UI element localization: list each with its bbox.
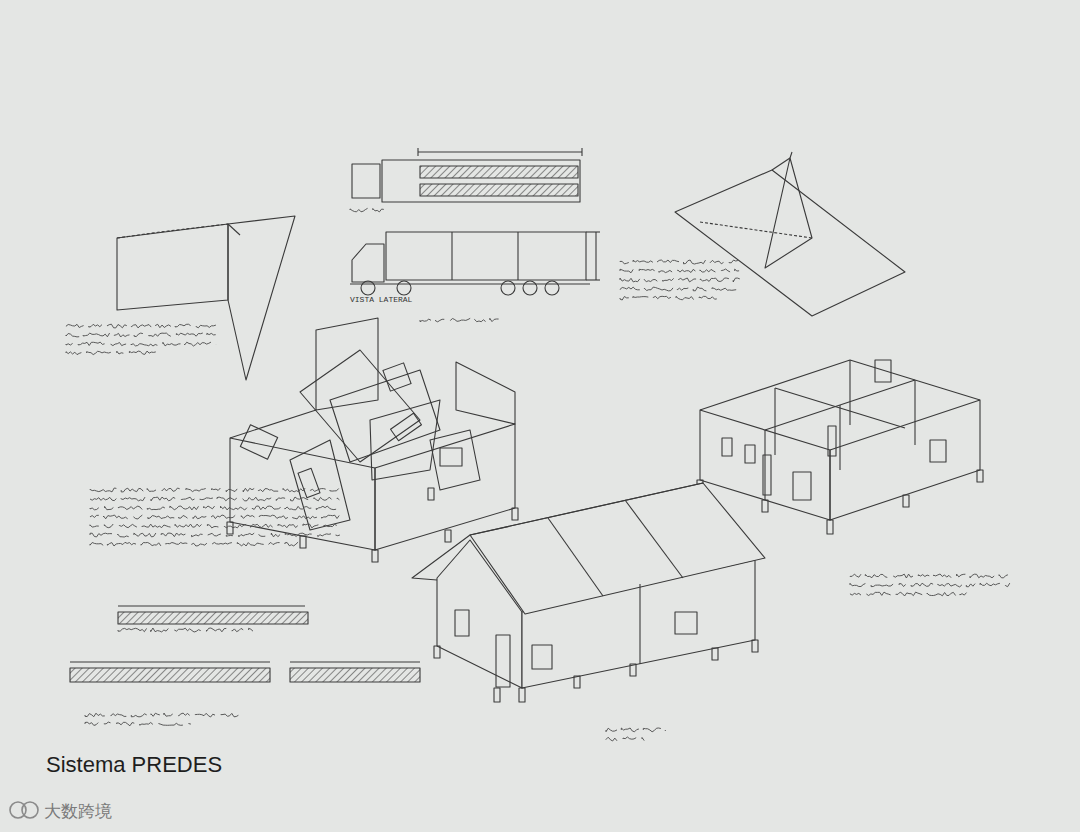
handwritten-note — [90, 497, 339, 501]
handwritten-note — [66, 333, 216, 337]
handwritten-note — [606, 728, 665, 732]
handwritten-note — [90, 533, 340, 537]
handwritten-note — [350, 208, 384, 212]
handwritten-note — [90, 506, 336, 510]
watermark-logo — [10, 802, 38, 818]
truck-top-view — [352, 148, 582, 202]
roof-element — [675, 152, 905, 316]
handwritten-note — [850, 574, 1008, 578]
handwritten-note — [620, 296, 717, 300]
framed-house — [697, 360, 983, 534]
handwritten-note — [606, 737, 644, 741]
handwritten-note — [90, 524, 337, 528]
handwritten-note — [850, 583, 1010, 587]
finished-house — [412, 483, 765, 702]
handwritten-note — [620, 287, 736, 291]
handwritten-note — [90, 488, 339, 492]
handwritten-note — [90, 542, 298, 546]
handwritten-note — [85, 722, 191, 726]
folded-panels — [117, 216, 295, 380]
handwritten-note — [620, 278, 740, 282]
handwritten-note — [850, 592, 967, 596]
panel-sections — [70, 606, 420, 682]
handwritten-note — [118, 628, 253, 632]
handwritten-note — [620, 260, 738, 264]
handwritten-note — [66, 324, 216, 328]
handwritten-note — [90, 515, 339, 519]
watermark: 大数跨境 — [44, 800, 112, 823]
truck-side-view — [350, 232, 600, 295]
handwritten-note — [620, 269, 739, 273]
handwritten-note — [66, 342, 216, 346]
handwritten-note — [420, 318, 499, 322]
handwritten-note — [85, 713, 238, 717]
view-label: VISTA LATERAL — [350, 295, 412, 304]
handwritten-note — [66, 351, 156, 355]
caption: Sistema PREDES — [46, 752, 222, 778]
